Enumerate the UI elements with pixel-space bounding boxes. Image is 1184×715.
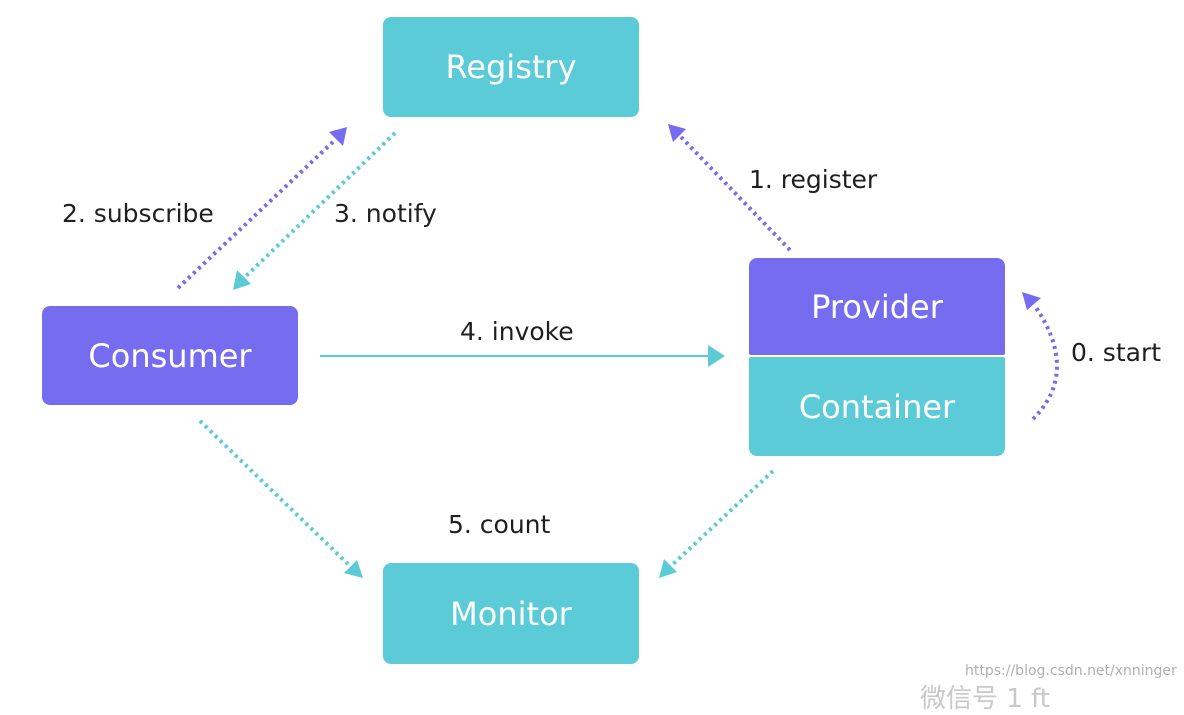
edge-subscribe-line (176, 138, 337, 290)
edge-invoke-arrowhead (708, 345, 725, 367)
edge-register-line (679, 135, 792, 252)
consumer-node: Consumer (42, 306, 298, 405)
edge-count-consumer-arrowhead (344, 560, 363, 578)
watermark-partial-text: 微信号 1 ft (920, 684, 1050, 714)
edge-count-provider-arrowhead (659, 559, 677, 578)
provider-node: Provider (749, 258, 1005, 355)
registry-node: Registry (383, 17, 639, 117)
edge-label-count: 5. count (448, 510, 551, 539)
edge-label-register: 1. register (749, 165, 878, 194)
container-node: Container (749, 357, 1005, 456)
diagram-connectors (176, 124, 1059, 578)
edge-subscribe-arrowhead (329, 127, 347, 146)
edge-label-start: 0. start (1071, 338, 1162, 367)
edge-label-subscribe: 2. subscribe (62, 199, 214, 228)
edge-register-arrowhead (668, 124, 686, 142)
watermark-url: https://blog.csdn.net/xnninger (965, 663, 1177, 679)
edge-count-provider-line (669, 469, 775, 568)
edge-label-invoke: 4. invoke (460, 317, 574, 346)
monitor-node: Monitor (383, 563, 639, 664)
edge-label-notify: 3. notify (334, 199, 437, 228)
edge-start-curve (1031, 304, 1059, 421)
edge-start-arrowhead (1022, 292, 1041, 310)
edge-notify-arrowhead (233, 270, 251, 290)
edge-count-consumer-line (198, 419, 352, 568)
